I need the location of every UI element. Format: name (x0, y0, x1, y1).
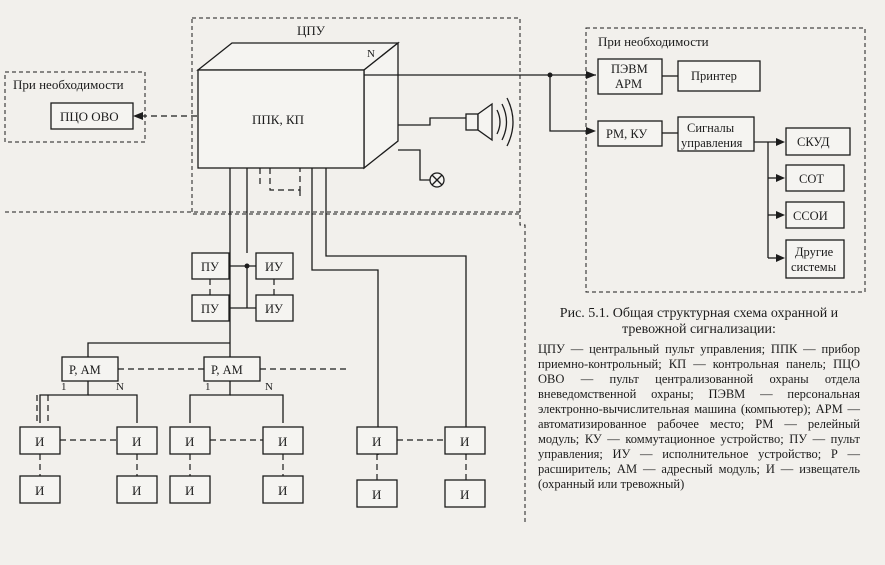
i-label: И (185, 483, 194, 498)
ppk-to-lamp-line (398, 149, 430, 181)
i-label: И (35, 434, 44, 449)
i-label: И (132, 434, 141, 449)
to-rmku-line (549, 75, 590, 132)
ram1-branch-n (88, 394, 138, 423)
sot-arrow (776, 174, 785, 182)
skud-box (785, 127, 851, 156)
ssoi-box (785, 201, 845, 229)
pevm-arrow (586, 71, 596, 79)
other-label-2: системы (791, 260, 837, 274)
pco-label: ПЦО ОВО (60, 109, 119, 124)
i-box (356, 479, 398, 508)
ram2-n-label: N (265, 381, 273, 393)
i-label: И (132, 483, 141, 498)
i-label: И (278, 483, 287, 498)
ram1-one-label: 1 (61, 381, 67, 393)
signals-box (677, 116, 755, 152)
i-label: И (35, 483, 44, 498)
ram-label-2: Р, АМ (211, 363, 243, 377)
ppk-to-i6-line (325, 168, 467, 455)
iu-label-2: ИУ (265, 302, 283, 316)
rmku-arrow (586, 127, 596, 135)
ppk-dashed-loop (269, 168, 301, 191)
ppk-to-siren-line (398, 117, 466, 126)
ram1-branch-1 (39, 381, 89, 423)
i-label: И (460, 434, 469, 449)
sound-wave-icon (496, 109, 501, 135)
sound-wave-icon (501, 103, 508, 141)
caption-title: Рис. 5.1. Общая структурная схема охранн… (559, 306, 839, 337)
i-box (444, 426, 486, 455)
i-label: И (460, 487, 469, 502)
lamp-cross-icon (431, 174, 443, 186)
signals-label-2: управления (681, 136, 743, 150)
i-label: И (278, 434, 287, 449)
printer-box (677, 60, 761, 92)
sot-label: СОТ (799, 172, 824, 186)
iu-label-1: ИУ (265, 260, 283, 274)
i-box (356, 426, 398, 455)
ram2-one-label: 1 (205, 381, 211, 393)
i-box (262, 475, 304, 504)
skud-label: СКУД (797, 135, 830, 149)
siren-horn-icon (477, 102, 493, 142)
caption-legend: ЦПУ — центральный пульт управления; ППК … (538, 342, 860, 491)
cpu-region (191, 17, 521, 215)
other-label-1: Другие (795, 245, 834, 259)
ram1-n-label: N (116, 381, 124, 393)
pco-box (50, 102, 134, 130)
pevm-label-2: АРМ (615, 77, 642, 91)
ppk-box: N ППК, КП (196, 41, 400, 170)
ppk-label: ППК, КП (252, 112, 304, 127)
i-box (169, 475, 211, 504)
i-label: И (372, 487, 381, 502)
other-arrow (776, 254, 785, 262)
pevm-box (597, 58, 663, 95)
siren-body (465, 113, 479, 131)
signals-label-1: Сигналы (687, 121, 735, 135)
right-optional-label: При необходимости (598, 34, 709, 49)
skud-arrow (776, 138, 785, 146)
other-box (785, 239, 845, 279)
i-label: И (372, 434, 381, 449)
left-optional-label: При необходимости (13, 77, 124, 92)
printer-label: Принтер (691, 69, 737, 83)
iu-box-1 (255, 252, 294, 280)
i-box (444, 479, 486, 508)
i-box (19, 475, 61, 504)
ram-label-1: Р, АМ (69, 363, 101, 377)
i-box (116, 426, 158, 455)
cpu-label: ЦПУ (297, 23, 326, 38)
field-region (5, 211, 526, 525)
sound-wave-icon (506, 97, 514, 147)
pu-label-1: ПУ (201, 260, 219, 274)
pco-arrow (133, 112, 143, 120)
figure-caption: Рис. 5.1. Общая структурная схема охранн… (538, 306, 860, 492)
sot-box (785, 164, 845, 192)
i-box (116, 475, 158, 504)
i-label: И (185, 434, 194, 449)
ppk-to-i5-line (311, 168, 379, 455)
ram2-branch-1 (189, 381, 231, 423)
pevm-label-1: ПЭВМ (611, 62, 648, 76)
ppk-n-label: N (367, 48, 375, 60)
left-optional-region (4, 71, 146, 143)
ssoi-label: ССОИ (793, 209, 828, 223)
ram2-branch-n (230, 394, 284, 423)
pu-box-1 (191, 252, 230, 280)
pu-label-2: ПУ (201, 302, 219, 316)
rmku-box (597, 120, 663, 147)
right-optional-region (585, 27, 866, 293)
rmku-label: РМ, КУ (606, 127, 647, 141)
ram-box-1 (61, 356, 119, 382)
bus-to-ram-1-line (87, 342, 230, 357)
ssoi-arrow (776, 211, 785, 219)
